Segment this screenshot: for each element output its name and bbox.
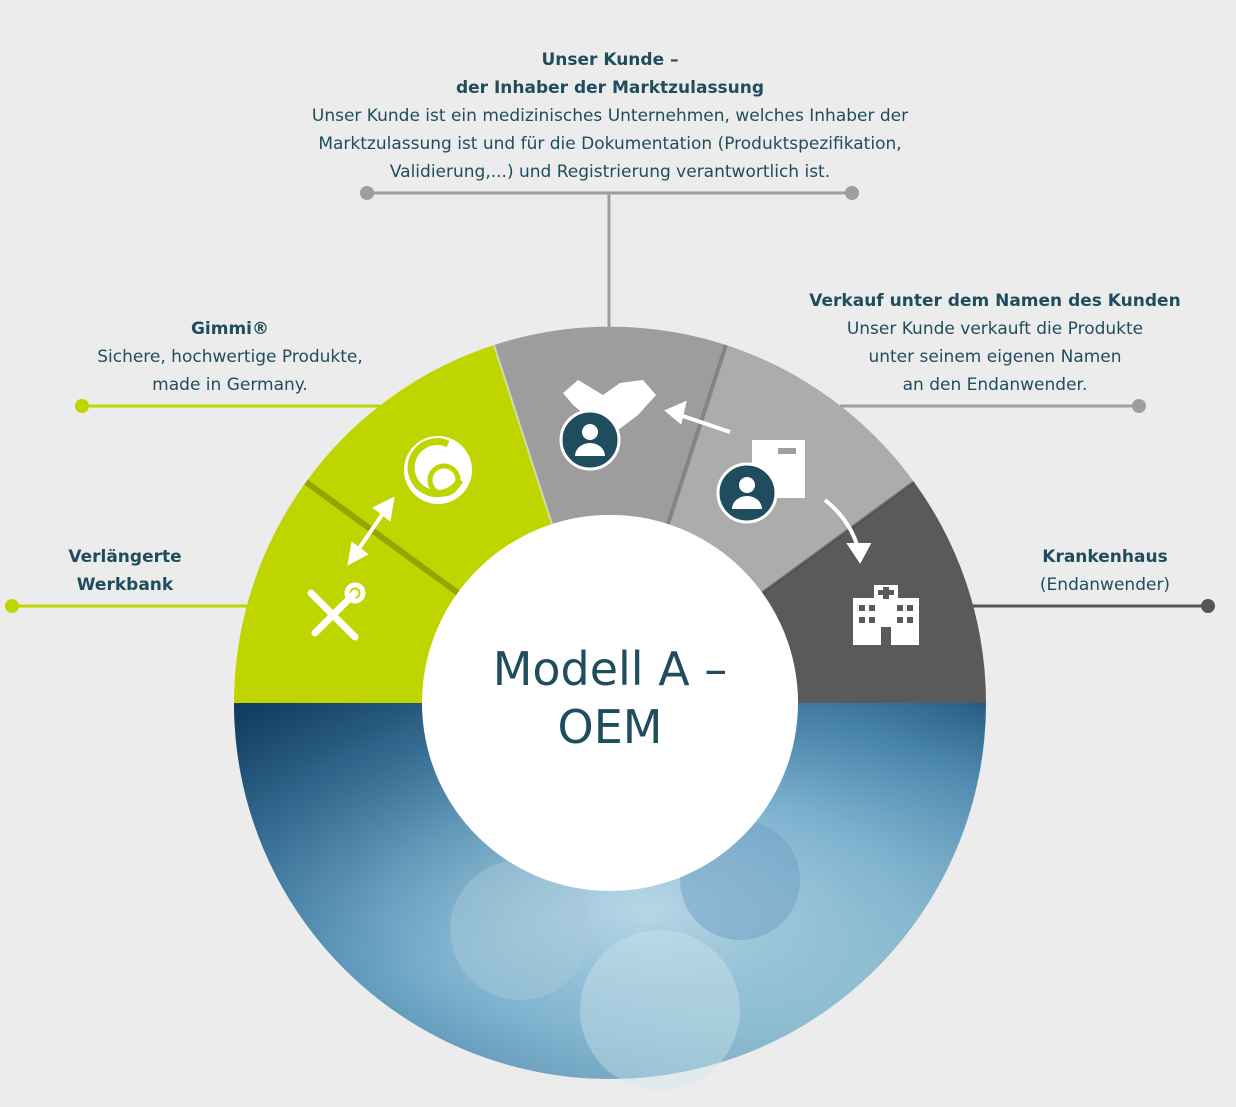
label-verkauf-desc-2: unter seinem eigenen Namen — [868, 347, 1122, 367]
label-gimmi-desc-2: made in Germany. — [152, 375, 308, 395]
label-gimmi-title: Gimmi® — [190, 319, 270, 339]
label-werkbank: Verlängerte Werkbank — [20, 543, 230, 599]
person-icon — [559, 409, 621, 471]
center-title-line-1: Modell A – — [492, 642, 728, 696]
center-title-line-2: OEM — [557, 700, 663, 754]
label-verkauf-desc-3: an den Endanwender. — [902, 375, 1088, 395]
label-unser-kunde-title-2: der Inhaber der Marktzulassung — [455, 78, 765, 98]
label-gimmi-desc-1: Sichere, hochwertige Produkte, — [97, 347, 363, 367]
label-verkauf: Verkauf unter dem Namen des Kunden Unser… — [800, 287, 1190, 399]
label-werkbank-title-2: Werkbank — [76, 575, 174, 595]
label-unser-kunde: Unser Kunde – der Inhaber der Marktzulas… — [280, 46, 940, 186]
label-unser-kunde-desc-2: Marktzulassung ist und für die Dokumenta… — [318, 134, 902, 154]
connector-lines — [5, 186, 1215, 613]
label-unser-kunde-title-1: Unser Kunde – — [541, 50, 679, 70]
label-krankenhaus: Krankenhaus (Endanwender) — [990, 543, 1220, 599]
label-krankenhaus-title: Krankenhaus — [1042, 547, 1168, 567]
label-verkauf-desc-1: Unser Kunde verkauft die Produkte — [846, 319, 1144, 339]
package-person-icon — [716, 440, 805, 524]
label-krankenhaus-desc: (Endanwender) — [1039, 575, 1171, 595]
center-title: Modell A – OEM — [430, 640, 790, 756]
arrow-down-icon — [823, 498, 872, 564]
label-unser-kunde-desc-3: Validierung,...) und Registrierung veran… — [389, 162, 831, 182]
label-werkbank-title-1: Verlängerte — [68, 547, 182, 567]
tools-icon — [307, 582, 366, 641]
label-unser-kunde-desc-1: Unser Kunde ist ein medizinisches Untern… — [311, 106, 909, 126]
double-arrow-icon — [347, 496, 395, 566]
gimmi-logo-icon — [404, 436, 472, 504]
label-gimmi: Gimmi® Sichere, hochwertige Produkte, ma… — [60, 315, 400, 399]
handshake-icon — [563, 380, 656, 430]
center-circle — [422, 515, 798, 891]
label-verkauf-title: Verkauf unter dem Namen des Kunden — [809, 291, 1181, 311]
hospital-icon — [853, 585, 919, 645]
arrow-icon — [664, 400, 731, 434]
